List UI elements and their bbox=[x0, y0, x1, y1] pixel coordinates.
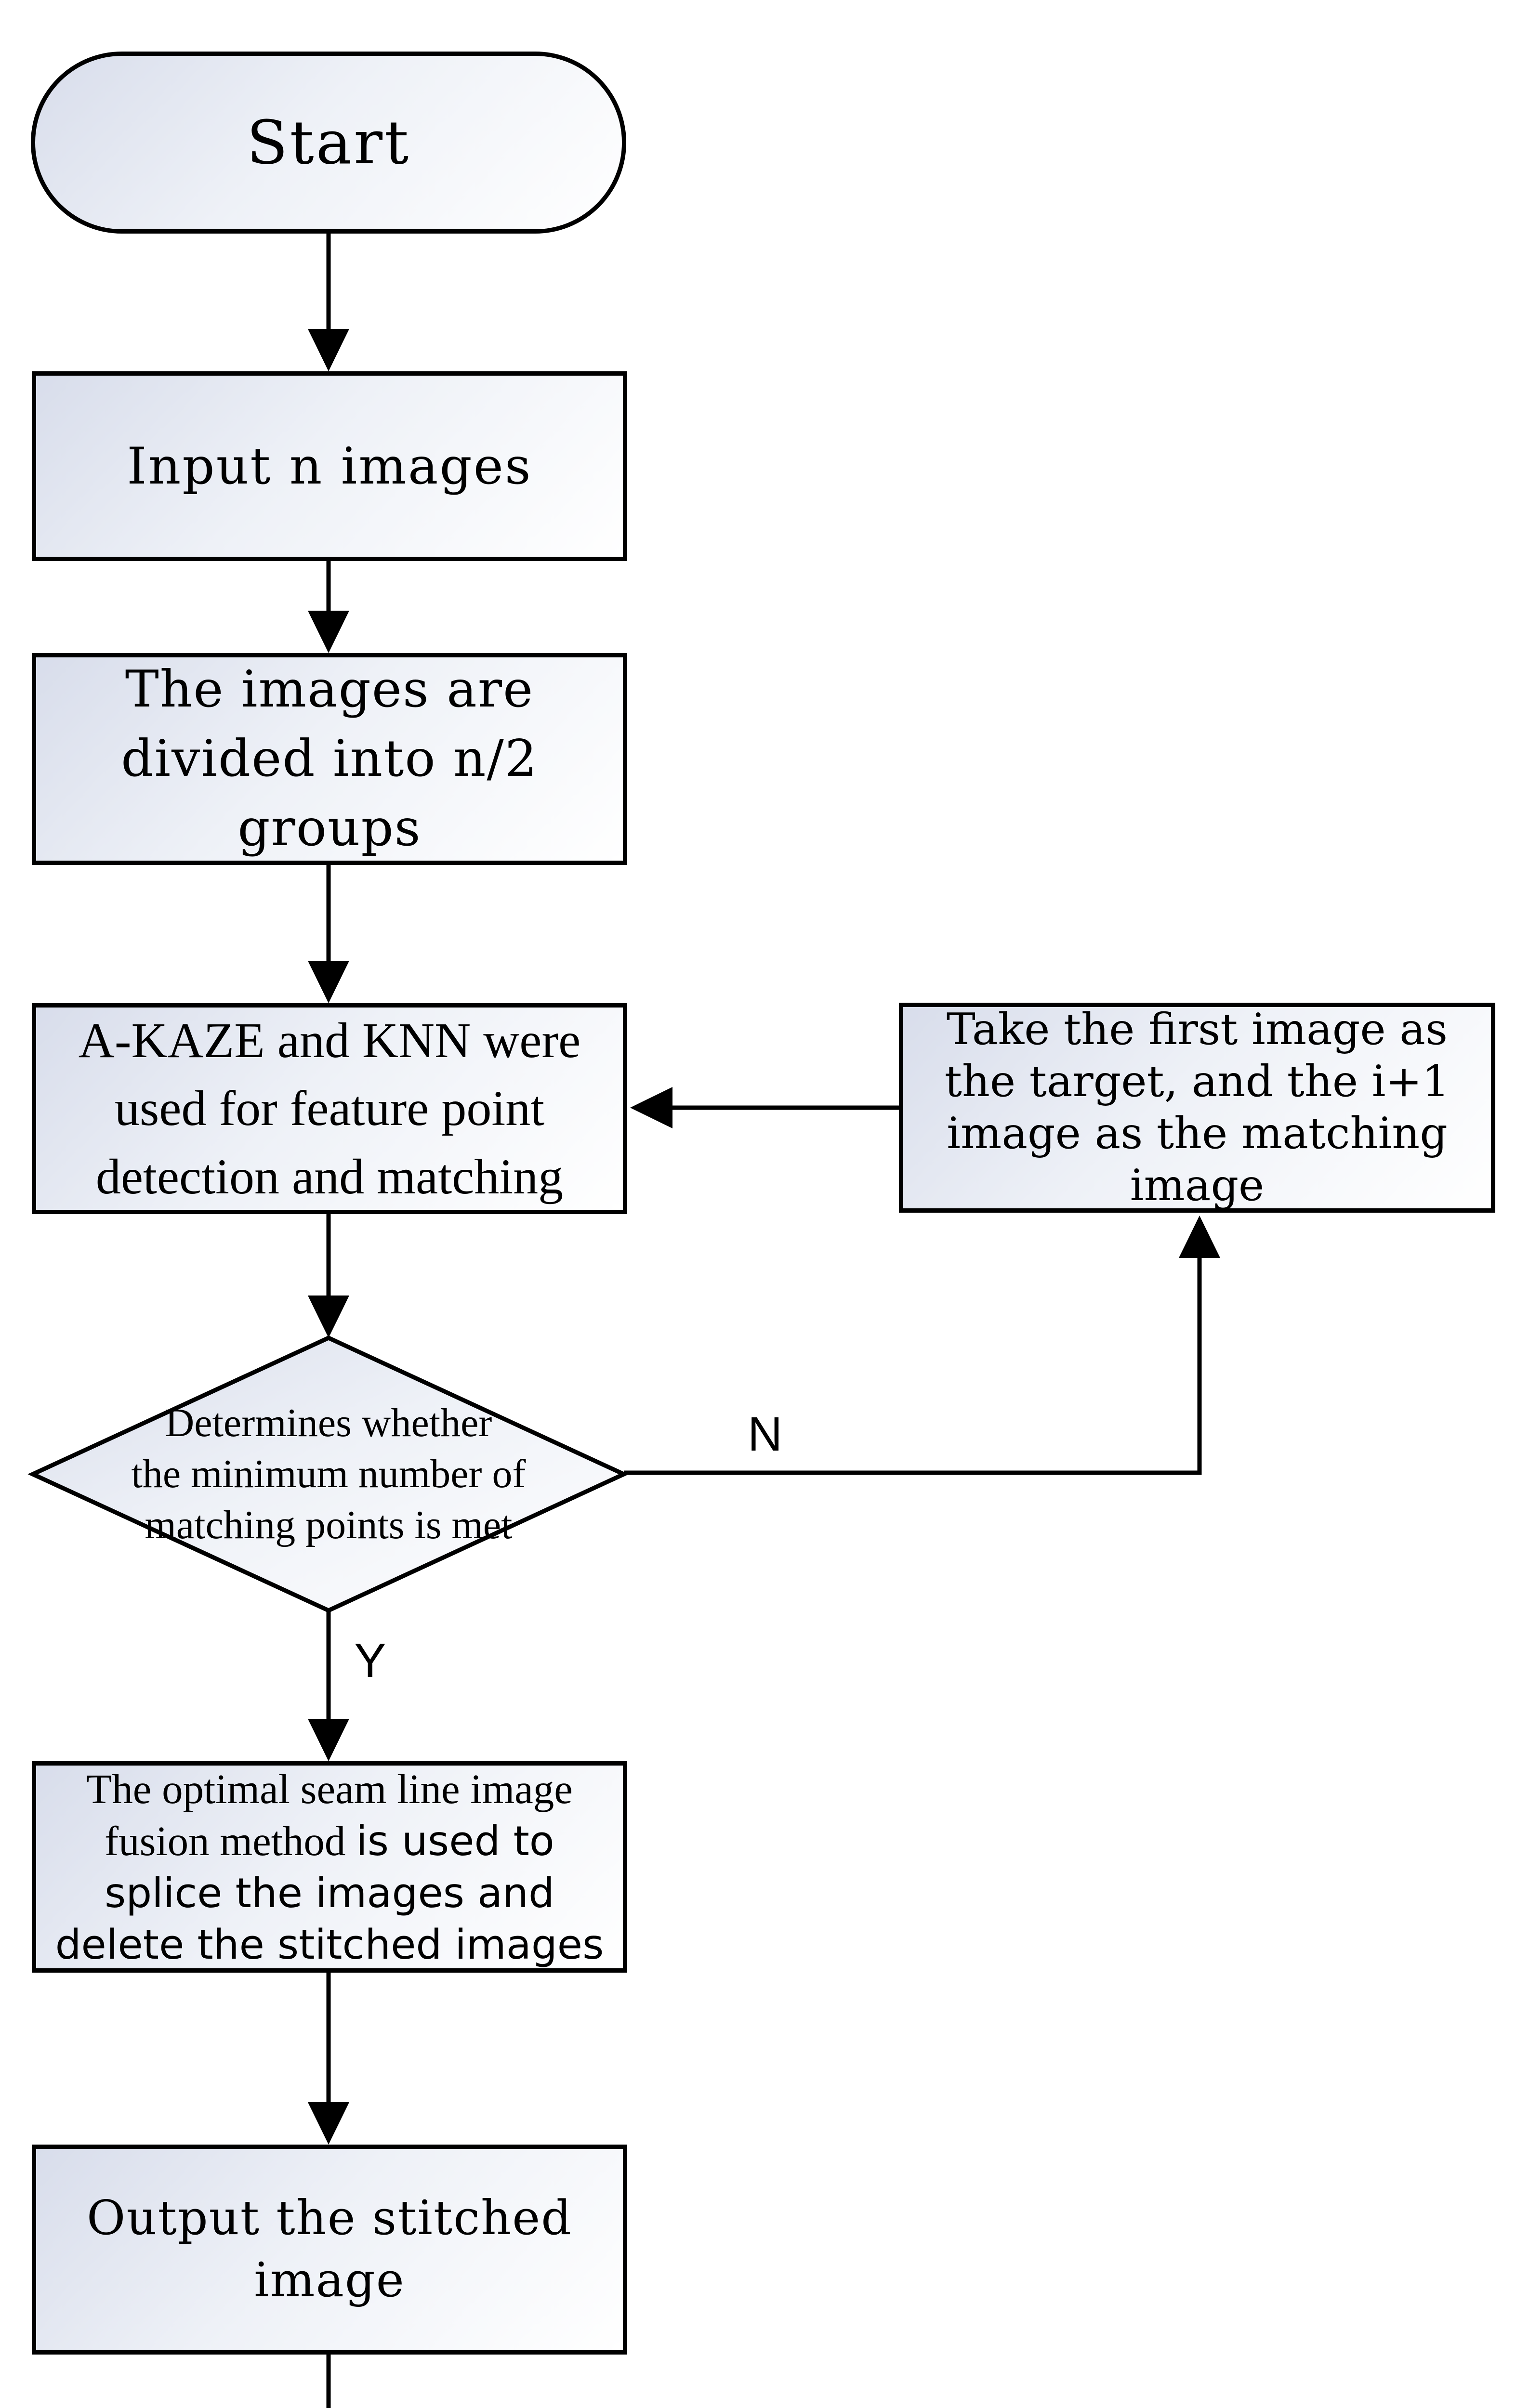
node-label-line: the target, and the i+1 bbox=[944, 1056, 1450, 1107]
flowchart-node-start: Start bbox=[31, 52, 626, 234]
node-label-line: fusion method is used to bbox=[55, 1815, 604, 1867]
node-label-line: Determines whether bbox=[165, 1400, 492, 1446]
arrowhead-decision-to-fusion bbox=[308, 1719, 349, 1761]
node-label-line: image bbox=[254, 2253, 405, 2308]
node-label-line: The optimal seam line image bbox=[55, 1763, 604, 1815]
flowchart-node-fusion: The optimal seam line image fusion metho… bbox=[32, 1761, 627, 1973]
arrowhead-fusion-to-output bbox=[308, 2102, 349, 2145]
flowchart-node-akaze: A-KAZE and KNN were used for feature poi… bbox=[32, 1003, 627, 1214]
node-label-segment: is used to bbox=[356, 1817, 554, 1865]
flowchart-node-output: Output the stitched image bbox=[32, 2145, 627, 2355]
arrowhead-input-to-divide bbox=[308, 611, 349, 653]
node-label: The optimal seam line image fusion metho… bbox=[55, 1763, 604, 1971]
node-label-line: used for feature point bbox=[114, 1081, 545, 1137]
node-label-line: the minimum number of bbox=[131, 1452, 526, 1497]
node-label: Start bbox=[246, 107, 411, 178]
node-label-segment: The optimal seam line image bbox=[86, 1765, 573, 1812]
node-label: Input n images bbox=[127, 437, 532, 496]
node-label-segment: delete the stitched images bbox=[55, 1921, 604, 1969]
arrowhead-start-to-input bbox=[308, 329, 349, 371]
node-label-segment: splice the images and bbox=[104, 1869, 554, 1917]
node-label: Take the first image as the target, and … bbox=[945, 1004, 1450, 1212]
node-label-line: groups bbox=[237, 798, 422, 857]
node-label-line: delete the stitched images bbox=[55, 1919, 604, 1971]
node-label-line: The images are bbox=[125, 660, 534, 719]
node-label-line: image as the matching bbox=[947, 1108, 1448, 1159]
arrowhead-akaze-to-decision bbox=[308, 1296, 349, 1338]
node-label-segment: fusion method bbox=[105, 1817, 356, 1864]
node-label-line: image bbox=[1130, 1160, 1265, 1211]
node-label-line: A-KAZE and KNN were bbox=[78, 1012, 581, 1068]
node-label-line: Output the stitched bbox=[87, 2190, 572, 2246]
node-label-line: detection and matching bbox=[95, 1149, 564, 1204]
flowchart-node-input: Input n images bbox=[32, 371, 627, 561]
node-label: A-KAZE and KNN were used for feature poi… bbox=[79, 1007, 581, 1211]
flowchart-node-divide: The images are divided into n/2 groups bbox=[32, 653, 627, 865]
edge-decision-to-takefirst bbox=[624, 1257, 1202, 1475]
arrowhead-divide-to-akaze bbox=[308, 961, 349, 1003]
decision-diamond-label: Determines whether the minimum number of… bbox=[78, 1378, 579, 1570]
edge-label-no: N bbox=[748, 1407, 783, 1461]
flowchart-node-take-first: Take the first image as the target, and … bbox=[899, 1003, 1495, 1213]
node-label-line: matching points is met bbox=[145, 1502, 513, 1547]
arrowhead-takefirst-to-akaze bbox=[630, 1087, 672, 1128]
edge-label-yes: Y bbox=[354, 1634, 386, 1688]
node-label: The images are divided into n/2 groups bbox=[121, 655, 538, 863]
node-label-line: Take the first image as bbox=[946, 1004, 1448, 1055]
node-label-line: divided into n/2 bbox=[121, 729, 538, 788]
decision-diamond bbox=[27, 1335, 629, 1613]
node-label: Output the stitched image bbox=[87, 2187, 572, 2312]
arrowhead-decision-to-takefirst bbox=[1179, 1216, 1220, 1258]
node-label-line: splice the images and bbox=[55, 1867, 604, 1919]
